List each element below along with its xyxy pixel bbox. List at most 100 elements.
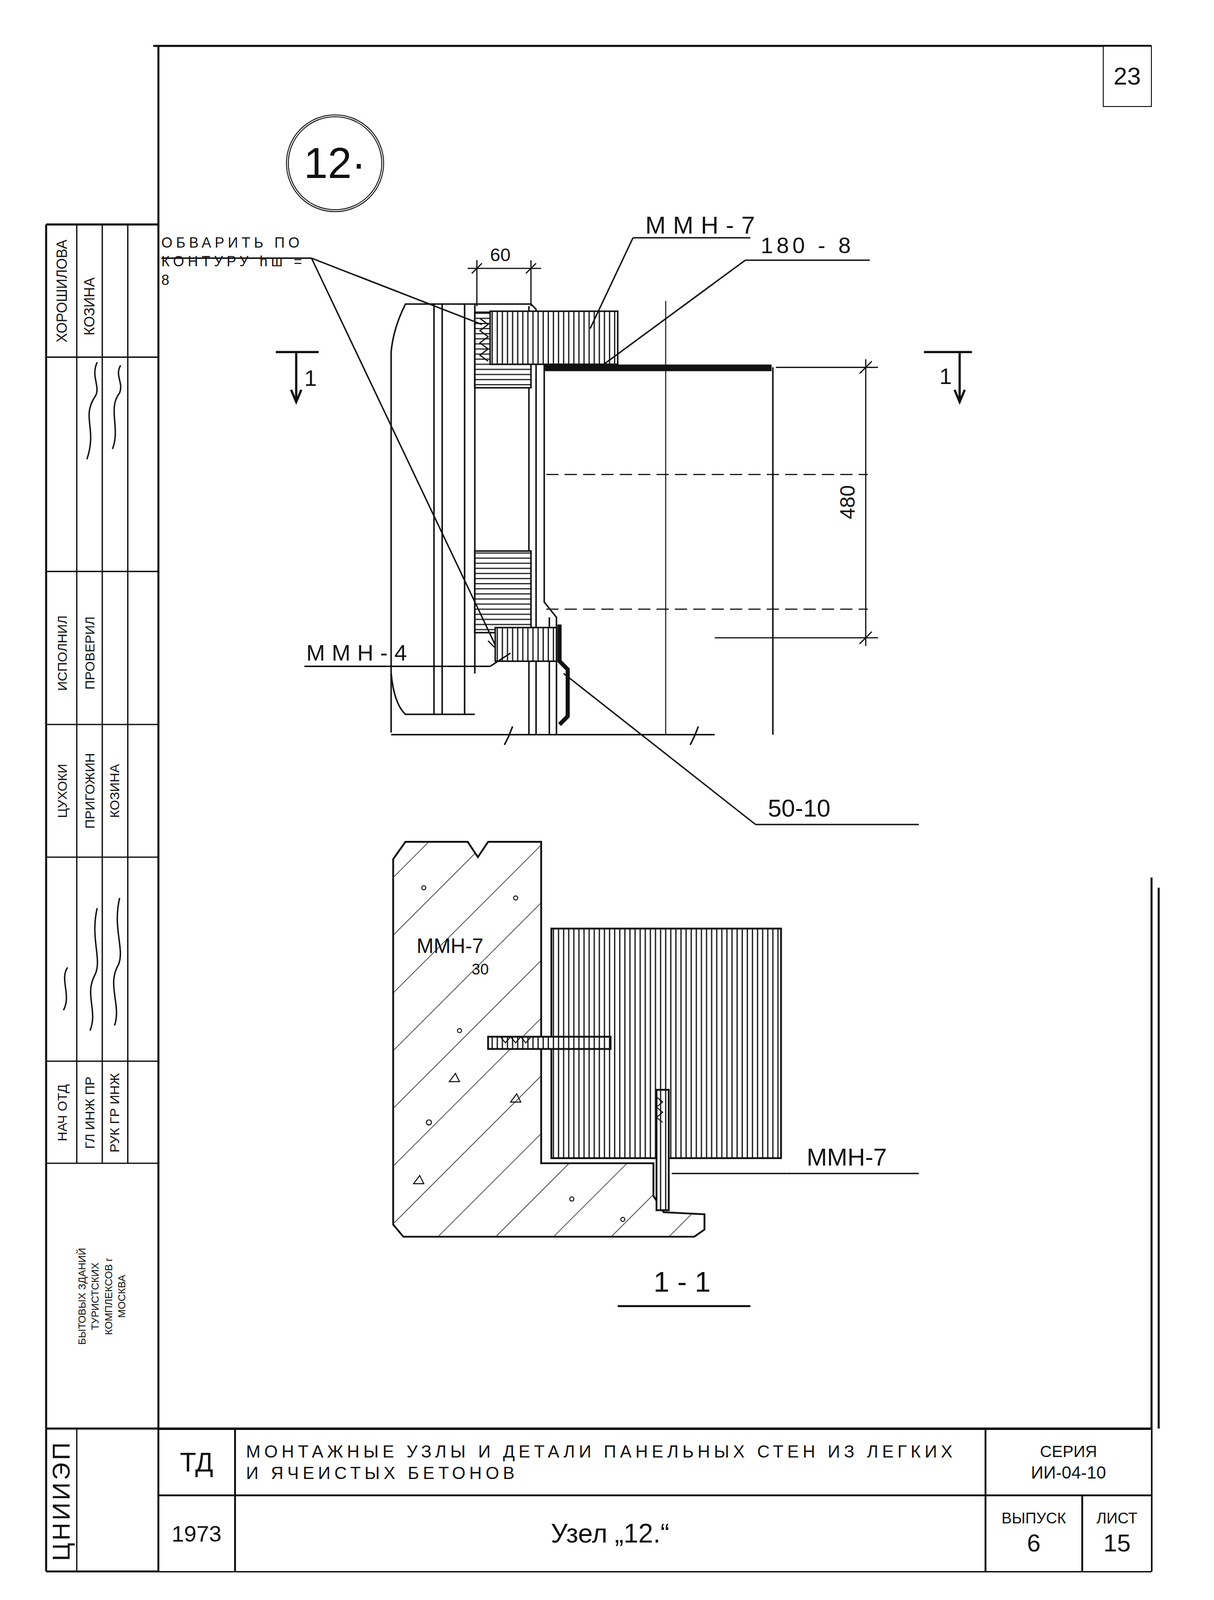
- drawing-rect: [544, 365, 772, 371]
- section-mark: 1: [939, 361, 952, 392]
- cell-value: 15: [1103, 1528, 1131, 1560]
- drawing-path: [291, 389, 302, 402]
- drawing-path: [449, 1073, 460, 1082]
- stamp-name: КОЗИНА: [105, 764, 123, 819]
- drawing-line: [304, 665, 491, 668]
- part-label: ММН-7: [645, 209, 763, 242]
- drawing-line: [958, 352, 961, 401]
- cell-text: ЛИСТ: [1096, 1509, 1138, 1529]
- section-mark: 1: [304, 363, 317, 393]
- drawing-line: [785, 1172, 919, 1175]
- drawing-path: [504, 726, 513, 745]
- drawing-line: [311, 258, 496, 646]
- sheet-number-box: 23: [1102, 45, 1152, 108]
- cell-value: ИИ-04-10: [1030, 1462, 1107, 1484]
- part-label: ММН-7: [416, 933, 484, 960]
- drawing-line: [771, 367, 774, 735]
- institute-logo: ЦНИИЭП: [45, 1440, 78, 1562]
- drawing-path: [656, 1097, 663, 1123]
- drawing-line: [546, 608, 868, 611]
- cell-text: 12·: [303, 136, 366, 191]
- drawing-line: [602, 260, 746, 366]
- drawing-path: [500, 1036, 532, 1043]
- drawing-line: [471, 263, 483, 274]
- drawing-line: [45, 224, 48, 1572]
- node-number-circle: 12·: [285, 114, 385, 213]
- stamp-name: ХОРОШИЛОВА: [52, 239, 72, 343]
- drawing-path: [90, 908, 98, 1031]
- drawing-name-cell: Узел „12.“: [235, 1495, 986, 1573]
- part-label: 180 - 8: [760, 230, 855, 261]
- cell-text: ТД: [179, 1446, 214, 1480]
- drawing-rect: [495, 627, 557, 662]
- cell-text: Узел „12.“: [550, 1517, 670, 1551]
- cell-value: 6: [1027, 1528, 1041, 1560]
- drawing-circle: [457, 1028, 462, 1034]
- drawing-path: [510, 1094, 522, 1103]
- stamp-role: ГЛ ИНЖ ПР: [81, 1076, 99, 1150]
- leader-lines: [161, 237, 920, 1307]
- stamp-grid: [46, 224, 159, 1572]
- drawing-circle: [426, 1120, 432, 1126]
- drawing-line: [671, 1172, 787, 1175]
- drawing-circle: [421, 885, 427, 891]
- part-label: 50-10: [767, 792, 831, 825]
- drawing-path: [544, 370, 557, 736]
- series-cell: СЕРИЯИИ-04-10: [985, 1429, 1152, 1496]
- stamp-role: НАЧ ОТД: [53, 1084, 72, 1142]
- title-cell: ТД: [158, 1429, 236, 1496]
- drawing-path: [391, 673, 475, 715]
- drawing-line: [46, 1163, 159, 1165]
- drawing-line: [1157, 887, 1160, 1429]
- drawing-line: [745, 259, 870, 261]
- drawing-line: [563, 673, 756, 825]
- section-1-1: [392, 842, 781, 1237]
- drawing-line: [76, 224, 78, 1165]
- drawing-line: [441, 304, 443, 715]
- stamp-role: РУК ГР ИНЖ: [105, 1073, 123, 1153]
- weld-note: ОБВАРИТЬ ПО КОНТУРУ hш = 8: [161, 233, 315, 290]
- drawing-path: [690, 726, 699, 745]
- sheet-frame: [46, 45, 1159, 1572]
- drawing-line: [46, 856, 159, 858]
- sheet-cell: ЛИСТ15: [1082, 1495, 1152, 1573]
- dimension-lines: [467, 260, 879, 647]
- dimension: 30: [471, 959, 489, 980]
- year-cell: 1973: [158, 1495, 236, 1573]
- drawing-circle: [620, 1217, 625, 1222]
- drawing-line: [714, 637, 878, 639]
- drawing-line: [755, 823, 919, 826]
- drawing-rect: [488, 1036, 611, 1050]
- drawing-line: [617, 1305, 751, 1308]
- drawing-line: [311, 258, 483, 325]
- drawing-line: [490, 653, 511, 667]
- drawing-line: [525, 263, 536, 274]
- section-marks: [275, 352, 972, 403]
- drawing-line: [157, 45, 160, 1572]
- drawing-line: [590, 237, 634, 329]
- section-title: 1 - 1: [653, 1263, 711, 1302]
- drawing-path: [86, 362, 98, 460]
- drawing-line: [859, 361, 872, 374]
- drawing-line: [923, 350, 972, 354]
- stamp-name: ЦУХОКИ: [53, 764, 72, 819]
- drawing-rect: [490, 311, 618, 365]
- dimension: 60: [490, 242, 511, 267]
- drawing-line: [294, 352, 298, 401]
- stamp-role: ПРОВЕРИЛ: [81, 616, 99, 691]
- cell-text: 1973: [171, 1520, 222, 1549]
- dimension: 480: [834, 485, 861, 520]
- title-cell: МОНТАЖНЫЕ УЗЛЫ И ДЕТАЛИ ПАНЕЛЬНЫХ СТЕН И…: [235, 1429, 986, 1496]
- drawing-path: [63, 967, 68, 1011]
- drawing-line: [46, 723, 159, 726]
- drawing-line: [864, 359, 867, 647]
- part-label: ММН-4: [306, 638, 415, 668]
- drawing-line: [46, 571, 159, 573]
- drawing-line: [127, 224, 129, 1165]
- organization-name: БЫТОВЫХ ЗДАНИЙ ТУРИСТСКИХ КОМПЛЕКСОВ г М…: [75, 1236, 129, 1357]
- drawing-line: [46, 1060, 159, 1063]
- drawing-path: [113, 898, 121, 1026]
- drawing-line: [776, 366, 879, 369]
- drawing-path: [391, 304, 536, 736]
